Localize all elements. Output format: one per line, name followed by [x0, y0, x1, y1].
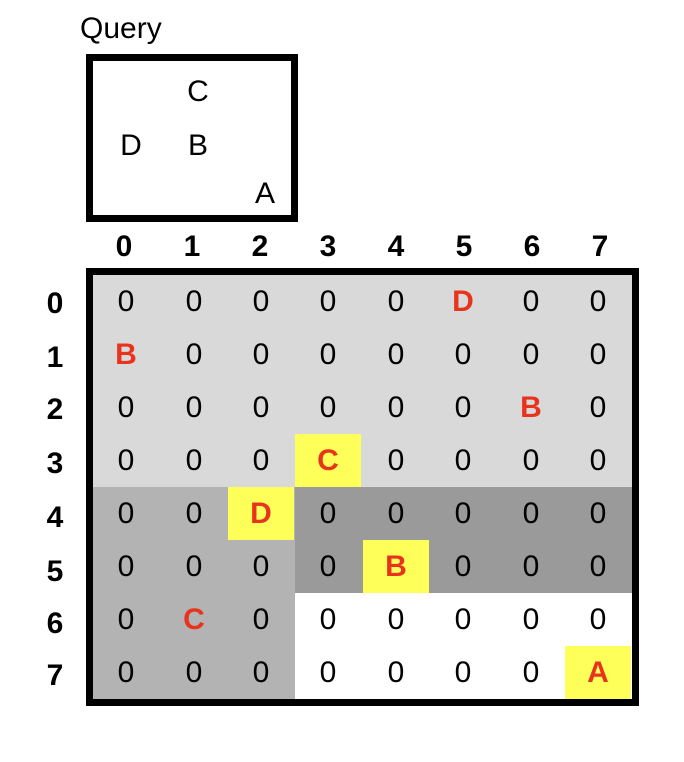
- column-header: 4: [387, 230, 405, 263]
- grid-cell: 0: [589, 285, 607, 318]
- grid-cell: 0: [454, 550, 472, 583]
- grid-cell: 0: [117, 656, 135, 689]
- grid-cell: 0: [522, 444, 540, 477]
- grid-cell-b: B: [520, 391, 542, 424]
- grid-cell: 0: [387, 391, 405, 424]
- grid-cell-c: C: [183, 603, 205, 636]
- query-cell-d: D: [120, 129, 142, 162]
- grid-cell: 0: [117, 285, 135, 318]
- grid-cell: 0: [522, 285, 540, 318]
- row-header: 1: [46, 341, 64, 374]
- grid-cell: 0: [589, 497, 607, 530]
- grid-cell: 0: [522, 338, 540, 371]
- query-title: Query: [80, 12, 162, 45]
- grid-cell: 0: [117, 550, 135, 583]
- grid-cell: 0: [387, 603, 405, 636]
- grid-cell: 0: [185, 338, 203, 371]
- grid-cell-d: D: [452, 285, 474, 318]
- grid-cell: 0: [185, 444, 203, 477]
- grid-cell: 0: [387, 497, 405, 530]
- region-dark-gray: [295, 487, 632, 593]
- grid-cell: 0: [185, 550, 203, 583]
- grid-cell: 0: [185, 285, 203, 318]
- row-header: 5: [46, 555, 64, 588]
- grid-cell: 0: [319, 603, 337, 636]
- grid-cell: 0: [454, 338, 472, 371]
- grid-cell-b: B: [115, 338, 137, 371]
- grid-cell: 0: [252, 656, 270, 689]
- grid-cell-c: C: [295, 434, 361, 487]
- grid-cell: 0: [319, 391, 337, 424]
- grid-cell: 0: [454, 497, 472, 530]
- column-header: 0: [115, 230, 133, 263]
- grid-cell: 0: [117, 444, 135, 477]
- grid-cell: 0: [387, 444, 405, 477]
- grid-cell: 0: [522, 497, 540, 530]
- grid-cell: 0: [185, 497, 203, 530]
- grid-cell: 0: [589, 603, 607, 636]
- row-header: 6: [46, 607, 64, 640]
- column-header: 7: [591, 230, 609, 263]
- grid-cell: 0: [454, 603, 472, 636]
- row-header: 4: [46, 501, 64, 534]
- column-header: 1: [183, 230, 201, 263]
- grid-cell: 0: [454, 656, 472, 689]
- grid-cell: 0: [522, 656, 540, 689]
- grid-cell: 0: [454, 391, 472, 424]
- grid-cell: 0: [589, 391, 607, 424]
- grid-cell-d: D: [228, 487, 294, 540]
- grid-cell: 0: [387, 285, 405, 318]
- grid-cell-a: A: [565, 646, 631, 699]
- row-header: 2: [46, 393, 64, 426]
- grid-cell: 0: [252, 444, 270, 477]
- query-cell-b: B: [187, 129, 208, 162]
- grid-cell: 0: [319, 497, 337, 530]
- grid-cell: 0: [252, 338, 270, 371]
- grid-cell: 0: [117, 497, 135, 530]
- grid-cell: 0: [387, 656, 405, 689]
- grid-cell: 0: [252, 603, 270, 636]
- grid-cell: 0: [319, 285, 337, 318]
- grid-cell: 0: [185, 656, 203, 689]
- row-header: 3: [46, 447, 64, 480]
- column-header: 6: [523, 230, 541, 263]
- column-header: 2: [251, 230, 269, 263]
- grid-cell: 0: [319, 338, 337, 371]
- grid-cell: 0: [319, 550, 337, 583]
- query-box: C D B A: [86, 54, 298, 222]
- region-light-gray: [93, 275, 632, 487]
- grid-cell: 0: [319, 656, 337, 689]
- grid-cell: 0: [117, 603, 135, 636]
- grid-cell: 0: [185, 391, 203, 424]
- query-cell-c: C: [187, 75, 209, 108]
- grid-cell: 0: [589, 338, 607, 371]
- grid-cell: 0: [522, 603, 540, 636]
- grid-cell: 0: [387, 338, 405, 371]
- grid-cell: 0: [454, 444, 472, 477]
- grid-cell: 0: [252, 391, 270, 424]
- row-header: 7: [46, 659, 64, 692]
- grid-cell: 0: [117, 391, 135, 424]
- column-header: 5: [455, 230, 473, 263]
- grid-cell-b: B: [363, 540, 429, 593]
- grid-cell: 0: [522, 550, 540, 583]
- grid-cell: 0: [589, 550, 607, 583]
- column-header: 3: [319, 230, 337, 263]
- row-header: 0: [46, 287, 64, 320]
- grid-cell: 0: [252, 285, 270, 318]
- query-cell-a: A: [254, 177, 275, 210]
- grid-cell: 0: [589, 444, 607, 477]
- grid-cell: 0: [252, 550, 270, 583]
